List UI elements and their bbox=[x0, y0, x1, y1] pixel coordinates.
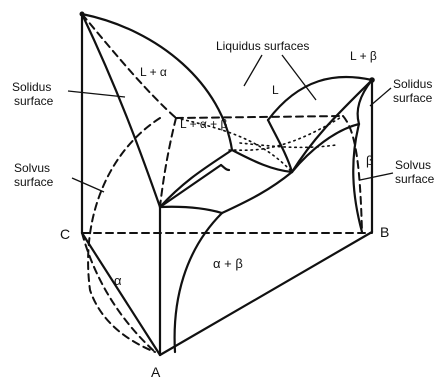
solidus-hidden-back bbox=[175, 115, 344, 119]
three-phase-triangle-lower bbox=[228, 115, 344, 151]
liquidus-curve-c-front bbox=[80, 12, 162, 209]
solvus-right-label-line2: surface bbox=[395, 172, 435, 186]
front-to-left bbox=[158, 205, 224, 215]
label-leaders bbox=[67, 54, 394, 193]
solidus-left-label-line2: surface bbox=[14, 94, 54, 108]
solidus-hidden-diag bbox=[159, 117, 177, 208]
l-alpha-beta-label: L + α + β bbox=[180, 117, 228, 131]
solvus-curve-front-alpha bbox=[173, 211, 224, 354]
ridge-lower bbox=[290, 122, 361, 174]
solidus-hidden-right bbox=[342, 115, 363, 233]
solvus-left-label-line2: surface bbox=[14, 175, 54, 189]
solvus-hidden-arc bbox=[87, 117, 161, 353]
point-c-label: C bbox=[60, 226, 70, 242]
edge-a-b bbox=[158, 230, 374, 357]
solvus-hidden-left-curve bbox=[81, 232, 156, 353]
alpha-label: α bbox=[114, 273, 122, 288]
solvus-curve-front-beta bbox=[352, 122, 364, 234]
solidus-right-label-line1: Solidus bbox=[393, 77, 432, 91]
valley-to-center bbox=[219, 163, 231, 172]
l-alpha-label: L + α bbox=[140, 65, 167, 79]
beta-label: β bbox=[366, 153, 373, 168]
vertex-marker-c-top bbox=[79, 11, 85, 17]
ridge-to-b bbox=[266, 118, 294, 174]
liquidus-curve-b-back bbox=[266, 75, 374, 122]
eutectic-valley bbox=[158, 148, 294, 209]
three-phase-triangle-upper bbox=[175, 117, 293, 173]
center-to-front bbox=[220, 170, 294, 215]
leader-solvus-right bbox=[359, 172, 394, 181]
l-label: L bbox=[272, 83, 279, 97]
alpha-beta-label: α + β bbox=[213, 256, 243, 271]
solvus-right-label-line1: Solvus bbox=[395, 158, 431, 172]
solidus-right-label-line2: surface bbox=[393, 91, 433, 105]
solvus-left-label-line1: Solvus bbox=[14, 161, 50, 175]
point-a-label: A bbox=[151, 364, 161, 380]
l-beta-label: L + β bbox=[350, 49, 377, 63]
solidus-edge-front bbox=[158, 163, 223, 209]
hidden-lines bbox=[81, 13, 373, 353]
edge-c-a bbox=[80, 231, 162, 357]
point-b-label: B bbox=[380, 224, 389, 240]
dotted-lines bbox=[175, 115, 344, 173]
three-phase-triangle-mid bbox=[239, 142, 337, 149]
solvus-curve-b-side bbox=[356, 78, 374, 126]
liquidus-curve-top-arc bbox=[80, 12, 234, 152]
leader-liquidus-left bbox=[243, 54, 263, 87]
prism-frame bbox=[80, 12, 374, 357]
solidus-left-label-line1: Solidus bbox=[12, 80, 51, 94]
leader-solvus-left bbox=[71, 177, 105, 193]
vertex-marker-b-top bbox=[369, 77, 375, 83]
liquidus-surfaces-label: Liquidus surfaces bbox=[216, 39, 309, 53]
leader-solidus-left bbox=[67, 90, 126, 98]
leader-solidus-right bbox=[369, 87, 392, 107]
leader-liquidus-right bbox=[281, 54, 317, 101]
solidus-hidden-left bbox=[81, 13, 177, 119]
